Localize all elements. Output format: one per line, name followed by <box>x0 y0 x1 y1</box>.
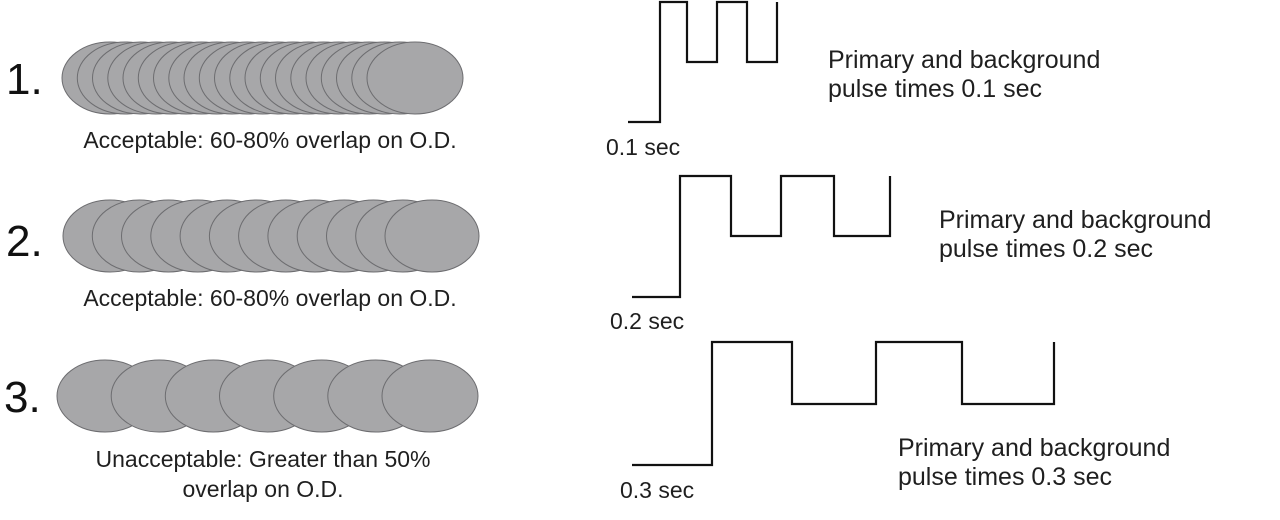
row-3-description-line-2: pulse times 0.3 sec <box>898 463 1112 491</box>
laser-spot <box>366 41 464 115</box>
row-1: 1. Acceptable: 60-80% overlap on O.D. 0.… <box>6 0 1100 160</box>
row-2-number: 2. <box>6 217 43 266</box>
row-3-number: 3. <box>4 373 41 422</box>
row-3-spot-group <box>56 359 479 433</box>
row-1-pulse-waveform <box>628 0 779 124</box>
row-1-pulse-duration: 0.1 sec <box>606 134 680 160</box>
row-1-description-line-1: Primary and background <box>828 46 1100 74</box>
row-2-spot-group <box>62 199 480 273</box>
row-2-description-line-2: pulse times 0.2 sec <box>939 235 1153 263</box>
row-3-caption-line-1: Unacceptable: Greater than 50% <box>96 446 431 472</box>
row-1-description-line-2: pulse times 0.1 sec <box>828 75 1042 103</box>
row-3-description-line-1: Primary and background <box>898 434 1170 462</box>
laser-spot <box>384 199 480 273</box>
row-2-caption: Acceptable: 60-80% overlap on O.D. <box>83 285 456 311</box>
row-1-spot-group <box>61 41 464 115</box>
laser-spot <box>381 359 479 433</box>
row-2: 2. Acceptable: 60-80% overlap on O.D. 0.… <box>6 174 1211 334</box>
row-1-caption: Acceptable: 60-80% overlap on O.D. <box>83 127 456 153</box>
row-2-description-line-1: Primary and background <box>939 206 1211 234</box>
row-1-number: 1. <box>6 55 43 104</box>
row-3-caption-line-2: overlap on O.D. <box>182 476 343 502</box>
row-3-pulse-duration: 0.3 sec <box>620 477 694 503</box>
row-2-pulse-duration: 0.2 sec <box>610 308 684 334</box>
row-3: 3. Unacceptable: Greater than 50% overla… <box>4 340 1170 503</box>
row-3-pulse-waveform <box>632 340 1056 467</box>
row-2-pulse-waveform <box>632 174 892 299</box>
